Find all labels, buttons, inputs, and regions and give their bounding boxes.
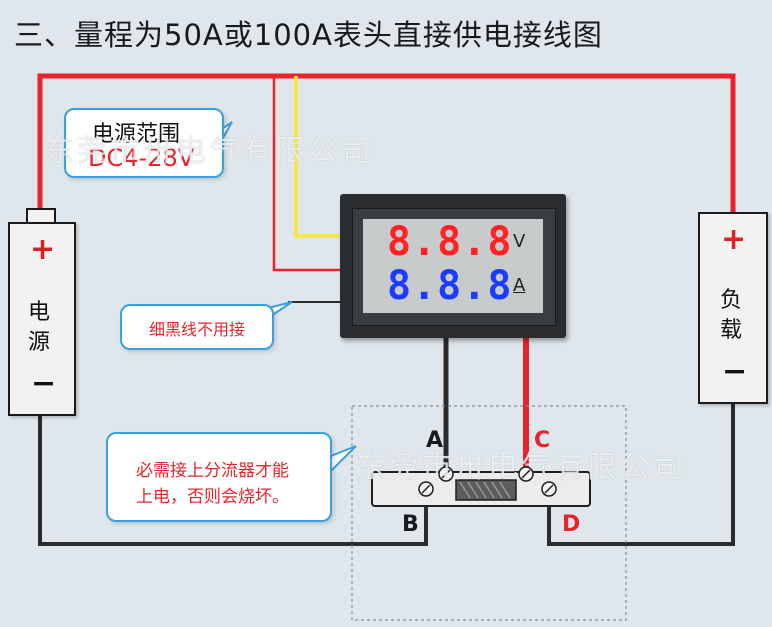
power-plus-sign: + bbox=[30, 232, 56, 267]
power-label-1: 电 bbox=[28, 300, 51, 325]
power-minus-sign: − bbox=[31, 366, 57, 401]
shunt-note-bubble: 必需接上分流器才能 上电，否则会烧坏。 bbox=[106, 432, 332, 522]
power-range-bubble: 电源范围 DC4-28V bbox=[64, 108, 224, 178]
thin-black-note: 细黑线不用接 bbox=[148, 320, 245, 339]
thin-black-note-bubble: 细黑线不用接 bbox=[120, 304, 274, 350]
terminal-d-label: D bbox=[562, 512, 581, 537]
screw-b-icon bbox=[418, 481, 434, 497]
volt-unit: V bbox=[513, 231, 526, 252]
load-box: + 负 载 − bbox=[698, 212, 768, 404]
shunt-note-line-2: 上电，否则会烧坏。 bbox=[136, 487, 289, 507]
meter-bezel: 8.8.8 V 8.8.8 A bbox=[352, 208, 556, 326]
thin-red-wire bbox=[272, 76, 348, 272]
diagram-title: 三、量程为50A或100A表头直接供电接线图 bbox=[14, 18, 603, 52]
screw-a-icon bbox=[438, 466, 454, 482]
amp-unit: A bbox=[513, 275, 526, 296]
power-range-heading: 电源范围 bbox=[92, 122, 181, 147]
terminal-b-label: B bbox=[402, 512, 419, 537]
terminal-a-label: A bbox=[426, 428, 444, 453]
shunt-dashed-area bbox=[351, 405, 627, 621]
watermark-bottom: 东莞市卅电气有限公司 bbox=[356, 450, 686, 485]
watermark-top: 东莞市卅电气有限公司 bbox=[44, 134, 374, 169]
black-wire-d-load bbox=[547, 402, 735, 546]
power-battery: + 电 源 − bbox=[8, 222, 76, 416]
black-wire-power-b bbox=[38, 414, 428, 546]
red-wire-top bbox=[37, 73, 736, 226]
load-label-1: 负 bbox=[720, 288, 743, 313]
screw-c-icon bbox=[518, 466, 534, 482]
amp-digits: 8.8.8 bbox=[387, 263, 513, 309]
terminal-c-label: C bbox=[534, 428, 551, 453]
load-plus-sign: + bbox=[721, 222, 747, 257]
load-label-2: 载 bbox=[720, 318, 743, 343]
power-range-value: DC4-28V bbox=[88, 144, 195, 172]
load-minus-sign: − bbox=[722, 354, 748, 389]
meter-screen: 8.8.8 V 8.8.8 A bbox=[363, 219, 543, 313]
shunt-note-line-1: 必需接上分流器才能 bbox=[136, 461, 289, 481]
power-label-2: 源 bbox=[28, 330, 51, 355]
panel-meter: 8.8.8 V 8.8.8 A bbox=[340, 194, 566, 338]
screw-d-icon bbox=[541, 481, 557, 497]
yellow-wire bbox=[294, 76, 348, 238]
volt-digits: 8.8.8 bbox=[387, 219, 513, 265]
